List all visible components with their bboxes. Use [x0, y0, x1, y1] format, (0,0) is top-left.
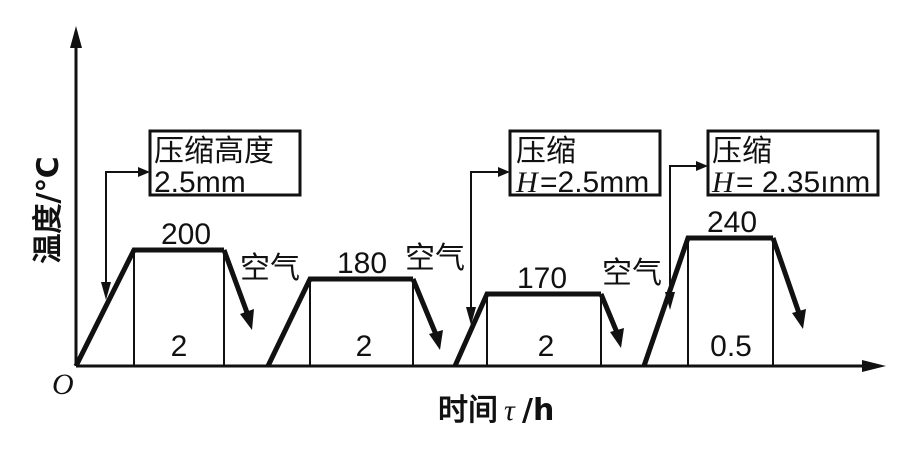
stage-4-compression-title: 压缩	[712, 134, 772, 169]
stage-3-compression-symbol: H	[515, 166, 540, 199]
stage-4-cooling-arrow	[792, 309, 806, 329]
stage-2-air-label: 空气	[405, 241, 465, 276]
stage-4-connector	[669, 165, 700, 300]
stage-1-temperature: 200	[161, 218, 211, 251]
x-axis-title-unit: /h	[522, 393, 554, 428]
stage-4-connector-arrow-down	[665, 292, 675, 310]
stage-4-cooling-line	[770, 237, 803, 317]
stage-2-duration: 2	[356, 330, 373, 363]
stage-4-temperature: 240	[707, 206, 757, 239]
stage-1-cooling-line	[221, 249, 252, 319]
y-axis-title: 温度/℃	[31, 156, 66, 263]
x-axis-title-prefix: 时间	[438, 393, 498, 428]
stage-2: 180 2 空气	[265, 241, 465, 368]
stage-3-cooling-arrow	[610, 328, 624, 348]
stage-1-air-label: 空气	[240, 251, 300, 286]
stage-3-connector	[470, 171, 502, 315]
stage-4-connector-arrow-right	[696, 161, 708, 171]
stage-1: 200 2 压缩高度 2.5mm 空气	[73, 129, 302, 368]
stage-3-compression-value: =2.5mm	[540, 166, 649, 199]
stage-2-heating-hold	[265, 276, 413, 368]
stage-4-duration: 0.5	[710, 330, 752, 363]
y-axis-arrow	[70, 26, 82, 48]
stage-1-connector	[105, 171, 142, 290]
stage-4-heating-hold	[641, 235, 773, 367]
stage-2-temperature: 180	[337, 247, 387, 280]
stage-3-air-label: 空气	[602, 256, 662, 291]
stage-3: 170 2 压缩 H =2.5mm 空气	[452, 129, 662, 368]
stage-1-cooling-arrow	[240, 309, 254, 330]
stage-3-compression-title: 压缩	[516, 134, 576, 169]
stage-4-compression-symbol: H	[711, 166, 736, 199]
stage-4-compression-box	[706, 129, 880, 197]
stage-3-cooling-line	[598, 293, 621, 336]
x-axis-title-symbol: τ	[504, 394, 516, 427]
stage-3-connector-arrow-right	[498, 167, 510, 177]
stage-3-heating-hold	[452, 291, 601, 368]
stage-1-connector-arrow-down	[101, 282, 111, 300]
stage-4-compression-value: = 2.35ınm	[736, 166, 870, 199]
stage-4: 240 0.5 压缩 H = 2.35ınm	[641, 129, 880, 367]
stage-1-compression-value: 2.5mm	[154, 166, 246, 199]
stage-1-duration: 2	[171, 330, 188, 363]
stage-3-connector-arrow-down	[466, 307, 476, 325]
stage-1-connector-arrow-right	[138, 167, 150, 177]
x-axis-arrow	[862, 360, 886, 372]
stage-1-compression-title: 压缩高度	[154, 134, 274, 169]
stage-2-cooling-line	[410, 278, 440, 338]
stage-1-compression-box	[148, 129, 302, 197]
stage-3-temperature: 170	[517, 262, 567, 295]
stage-3-duration: 2	[538, 330, 555, 363]
stage-3-compression-box	[508, 129, 662, 197]
stage-2-cooling-arrow	[429, 330, 443, 350]
origin-label: O	[52, 368, 74, 401]
stage-1-heating-hold	[73, 247, 224, 368]
